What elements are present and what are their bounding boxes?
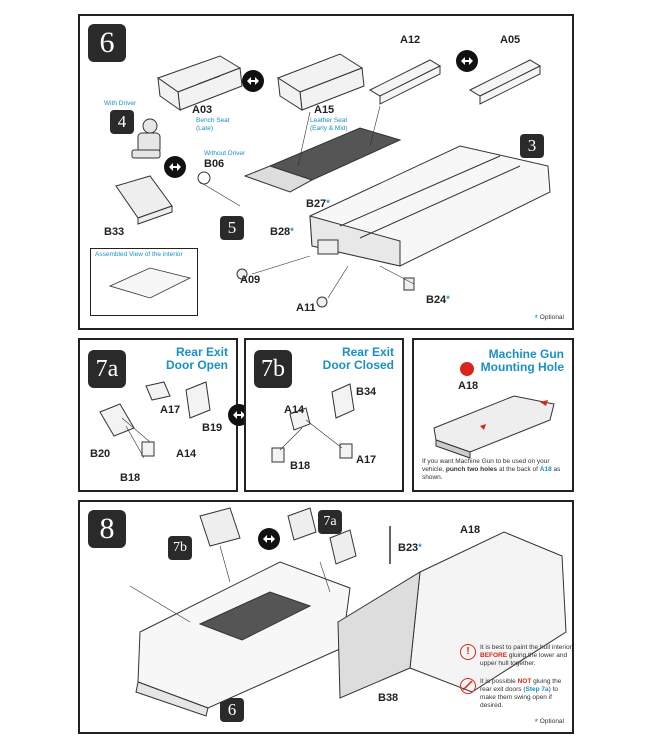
step7a-badge: 7a [88, 350, 126, 388]
part-b06: B06 [204, 158, 225, 170]
driver-step-badge: 4 [110, 110, 134, 134]
part-b23: B23* [398, 542, 422, 554]
part-a09: A09 [240, 274, 261, 286]
step6-badge: 6 [88, 24, 126, 62]
part-a05: A05 [500, 34, 521, 46]
part-b33: B33 [104, 226, 125, 238]
part-a03: A03 [192, 104, 213, 116]
part-a11: A11 [296, 302, 316, 314]
optional-legend: * Optional [534, 717, 564, 727]
part-a18: A18 [460, 524, 481, 536]
part-b38: B38 [378, 692, 399, 704]
part-b18: B18 [290, 460, 311, 472]
step8-badge: 8 [88, 510, 126, 548]
step7b-drawing [271, 383, 355, 463]
step6-panel: 6 [78, 14, 574, 330]
step6-drawing [108, 53, 551, 308]
paint-note: It is best to paint the hull interior BE… [480, 644, 572, 667]
punch-icon [460, 362, 474, 376]
flip-arrow-icon [258, 528, 280, 550]
part-a14: A14 [284, 404, 305, 416]
ref-step7b-badge: 7b [168, 536, 192, 560]
flip-arrow-icon [456, 50, 478, 72]
part-a15: A15 [314, 104, 335, 116]
part-b24: B24* [426, 294, 450, 306]
step8-panel: 8 7a 7b 6 A18 B23* B3 [78, 500, 574, 734]
part-a15-note: Leather Seat (Early & Mid) [310, 117, 348, 132]
sub-step3-badge: 3 [520, 134, 544, 158]
part-a14: A14 [176, 448, 197, 460]
assembled-view-inset: Assembled View of the interior [90, 248, 198, 316]
part-a18: A18 [458, 380, 479, 392]
flip-arrow-icon [164, 156, 186, 178]
warning-paint-icon: ! [460, 644, 476, 660]
part-b34: B34 [356, 386, 377, 398]
part-a17: A17 [160, 404, 181, 416]
mg-instructions: If you want Machine Gun to be used on yo… [422, 458, 561, 481]
part-a03-note: Bench Seat (Late) [196, 117, 230, 132]
optional-legend: * Optional [534, 313, 564, 323]
inset-caption: Assembled View of the interior [95, 251, 183, 258]
part-b06-note: Without Driver [204, 150, 246, 157]
part-b20: B20 [90, 448, 111, 460]
part-a17: A17 [356, 454, 377, 466]
part-b18: B18 [120, 472, 141, 484]
ref-step6-badge: 6 [220, 698, 244, 722]
step8-drawing [129, 507, 567, 717]
step7b-badge: 7b [254, 350, 292, 388]
part-b19: B19 [202, 422, 223, 434]
door-glue-note: It is possible NOT gluing the rear exit … [480, 678, 562, 709]
part-b27: B27* [306, 198, 330, 210]
flip-arrow-icon [242, 70, 264, 92]
with-driver-label: With Driver [104, 100, 137, 107]
step7a-drawing [99, 381, 211, 459]
part-a12: A12 [400, 34, 421, 46]
part-b28: B28* [270, 226, 294, 238]
sub-step5-badge: 5 [220, 216, 244, 240]
ref-step7a-badge: 7a [318, 510, 342, 534]
mg-drawing [433, 395, 555, 459]
no-glue-icon [460, 678, 476, 694]
